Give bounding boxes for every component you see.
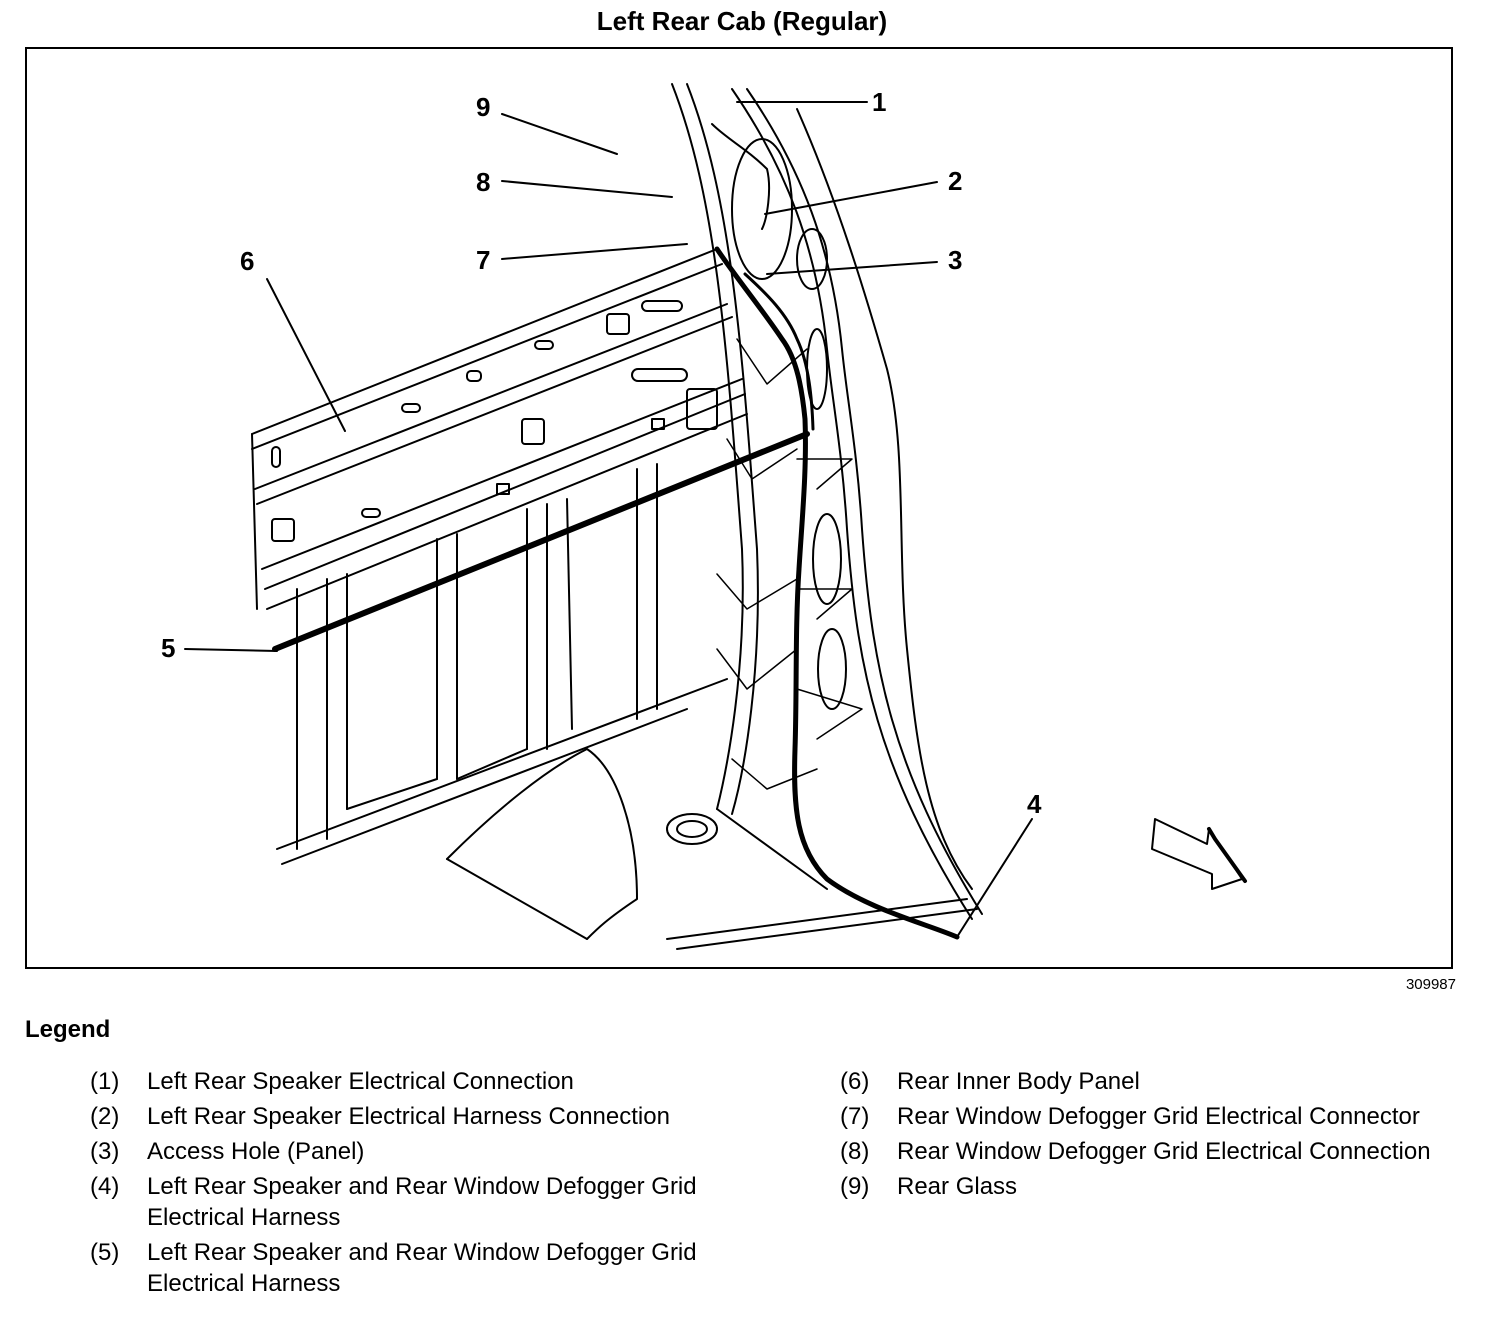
callout-2: 2 (948, 166, 963, 196)
legend-number: (1) (90, 1068, 120, 1095)
legend-text: Access Hole (Panel) (147, 1138, 365, 1165)
legend-text: Left Rear Speaker Electrical Connection (147, 1068, 574, 1095)
legend-number: (6) (840, 1068, 870, 1095)
fastener-markers (716, 338, 863, 790)
legend-item: (8) Rear Window Defogger Grid Electrical… (840, 1136, 1460, 1167)
callout-6: 6 (240, 246, 255, 276)
callout-7: 7 (476, 245, 491, 275)
legend-number: (2) (90, 1103, 120, 1130)
legend-item: (1) Left Rear Speaker Electrical Connect… (90, 1066, 710, 1097)
legend-number: (7) (840, 1103, 870, 1130)
cab-floor (446, 748, 978, 950)
cab-illustration (184, 83, 1247, 950)
diagram-title: Left Rear Cab (Regular) (596, 6, 888, 36)
legend-text: Left Rear Speaker and Rear Window Defogg… (147, 1239, 697, 1297)
legend-text: Rear Window Defogger Grid Electrical Con… (897, 1103, 1420, 1130)
legend-item: (5) Left Rear Speaker and Rear Window De… (90, 1237, 710, 1299)
diagram-frame (25, 47, 1453, 969)
legend-text: Left Rear Speaker and Rear Window Defogg… (147, 1173, 697, 1231)
legend-text: Left Rear Speaker Electrical Harness Con… (147, 1103, 670, 1130)
legend-item: (9) Rear Glass (840, 1171, 1460, 1202)
legend-text: Rear Glass (897, 1173, 1018, 1200)
figure-id: 309987 (1405, 976, 1456, 993)
callout-3: 3 (948, 245, 963, 275)
legend-right-column: (6) Rear Inner Body Panel (7) Rear Windo… (840, 1066, 1460, 1206)
legend-item: (6) Rear Inner Body Panel (840, 1066, 1460, 1097)
legend-item: (3) Access Hole (Panel) (90, 1136, 710, 1167)
legend-text: Rear Window Defogger Grid Electrical Con… (897, 1138, 1431, 1165)
legend-number: (3) (90, 1138, 120, 1165)
legend-left-column: (1) Left Rear Speaker Electrical Connect… (90, 1066, 710, 1303)
legend-number: (9) (840, 1173, 870, 1200)
legend-number: (5) (90, 1239, 120, 1266)
legend-item: (7) Rear Window Defogger Grid Electrical… (840, 1101, 1460, 1132)
callout-4: 4 (1027, 789, 1042, 819)
electrical-harness (272, 246, 960, 940)
legend-heading: Legend (25, 1016, 111, 1043)
callout-1: 1 (872, 87, 887, 117)
legend-item: (2) Left Rear Speaker Electrical Harness… (90, 1101, 710, 1132)
rear-inner-body-panel (251, 248, 748, 865)
legend-number: (4) (90, 1173, 120, 1200)
body-pillar (671, 83, 983, 920)
legend-text: Rear Inner Body Panel (897, 1068, 1140, 1095)
legend-number: (8) (840, 1138, 870, 1165)
direction-arrow-icon (1151, 818, 1247, 890)
callout-5: 5 (161, 633, 176, 663)
callout-9: 9 (476, 92, 491, 122)
legend-item: (4) Left Rear Speaker and Rear Window De… (90, 1171, 710, 1233)
callout-leaders (184, 101, 1033, 938)
callout-8: 8 (476, 167, 491, 197)
